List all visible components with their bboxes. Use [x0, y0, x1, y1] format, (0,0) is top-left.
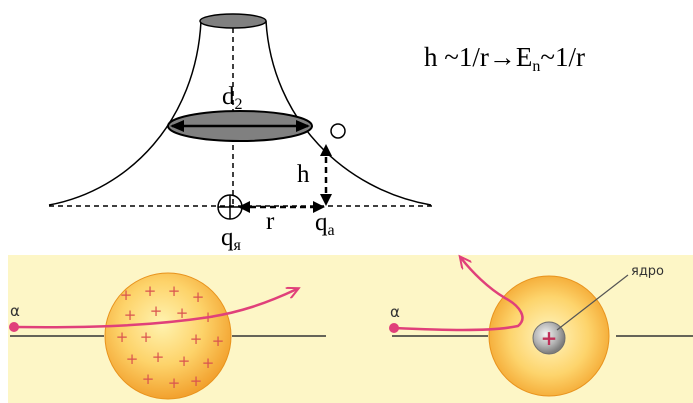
svg-text:+: + — [126, 350, 139, 368]
svg-text:+: + — [152, 348, 165, 366]
svg-text:+: + — [202, 354, 215, 372]
svg-text:+: + — [190, 330, 203, 348]
rutherford-model-panel: + ядро α — [389, 258, 693, 396]
svg-text:+: + — [144, 282, 157, 300]
svg-text:+: + — [168, 374, 181, 392]
alpha-label-right: α — [390, 303, 400, 321]
nucleus-plus-sign: + — [541, 326, 558, 350]
svg-text:+: + — [192, 288, 205, 306]
svg-text:+: + — [150, 302, 163, 320]
svg-text:+: + — [116, 328, 129, 346]
svg-text:+: + — [168, 282, 181, 300]
svg-text:+: + — [212, 332, 225, 350]
alpha-label-left: α — [10, 302, 20, 320]
svg-text:+: + — [142, 370, 155, 388]
thomson-model-panel: + + + + + + + + + + + + + + + + + + + α — [9, 273, 326, 399]
svg-text:+: + — [120, 286, 133, 304]
nucleus-label: ядро — [631, 264, 664, 279]
svg-text:+: + — [190, 372, 203, 390]
svg-text:+: + — [178, 352, 191, 370]
svg-text:+: + — [124, 306, 137, 324]
svg-text:+: + — [140, 328, 153, 346]
